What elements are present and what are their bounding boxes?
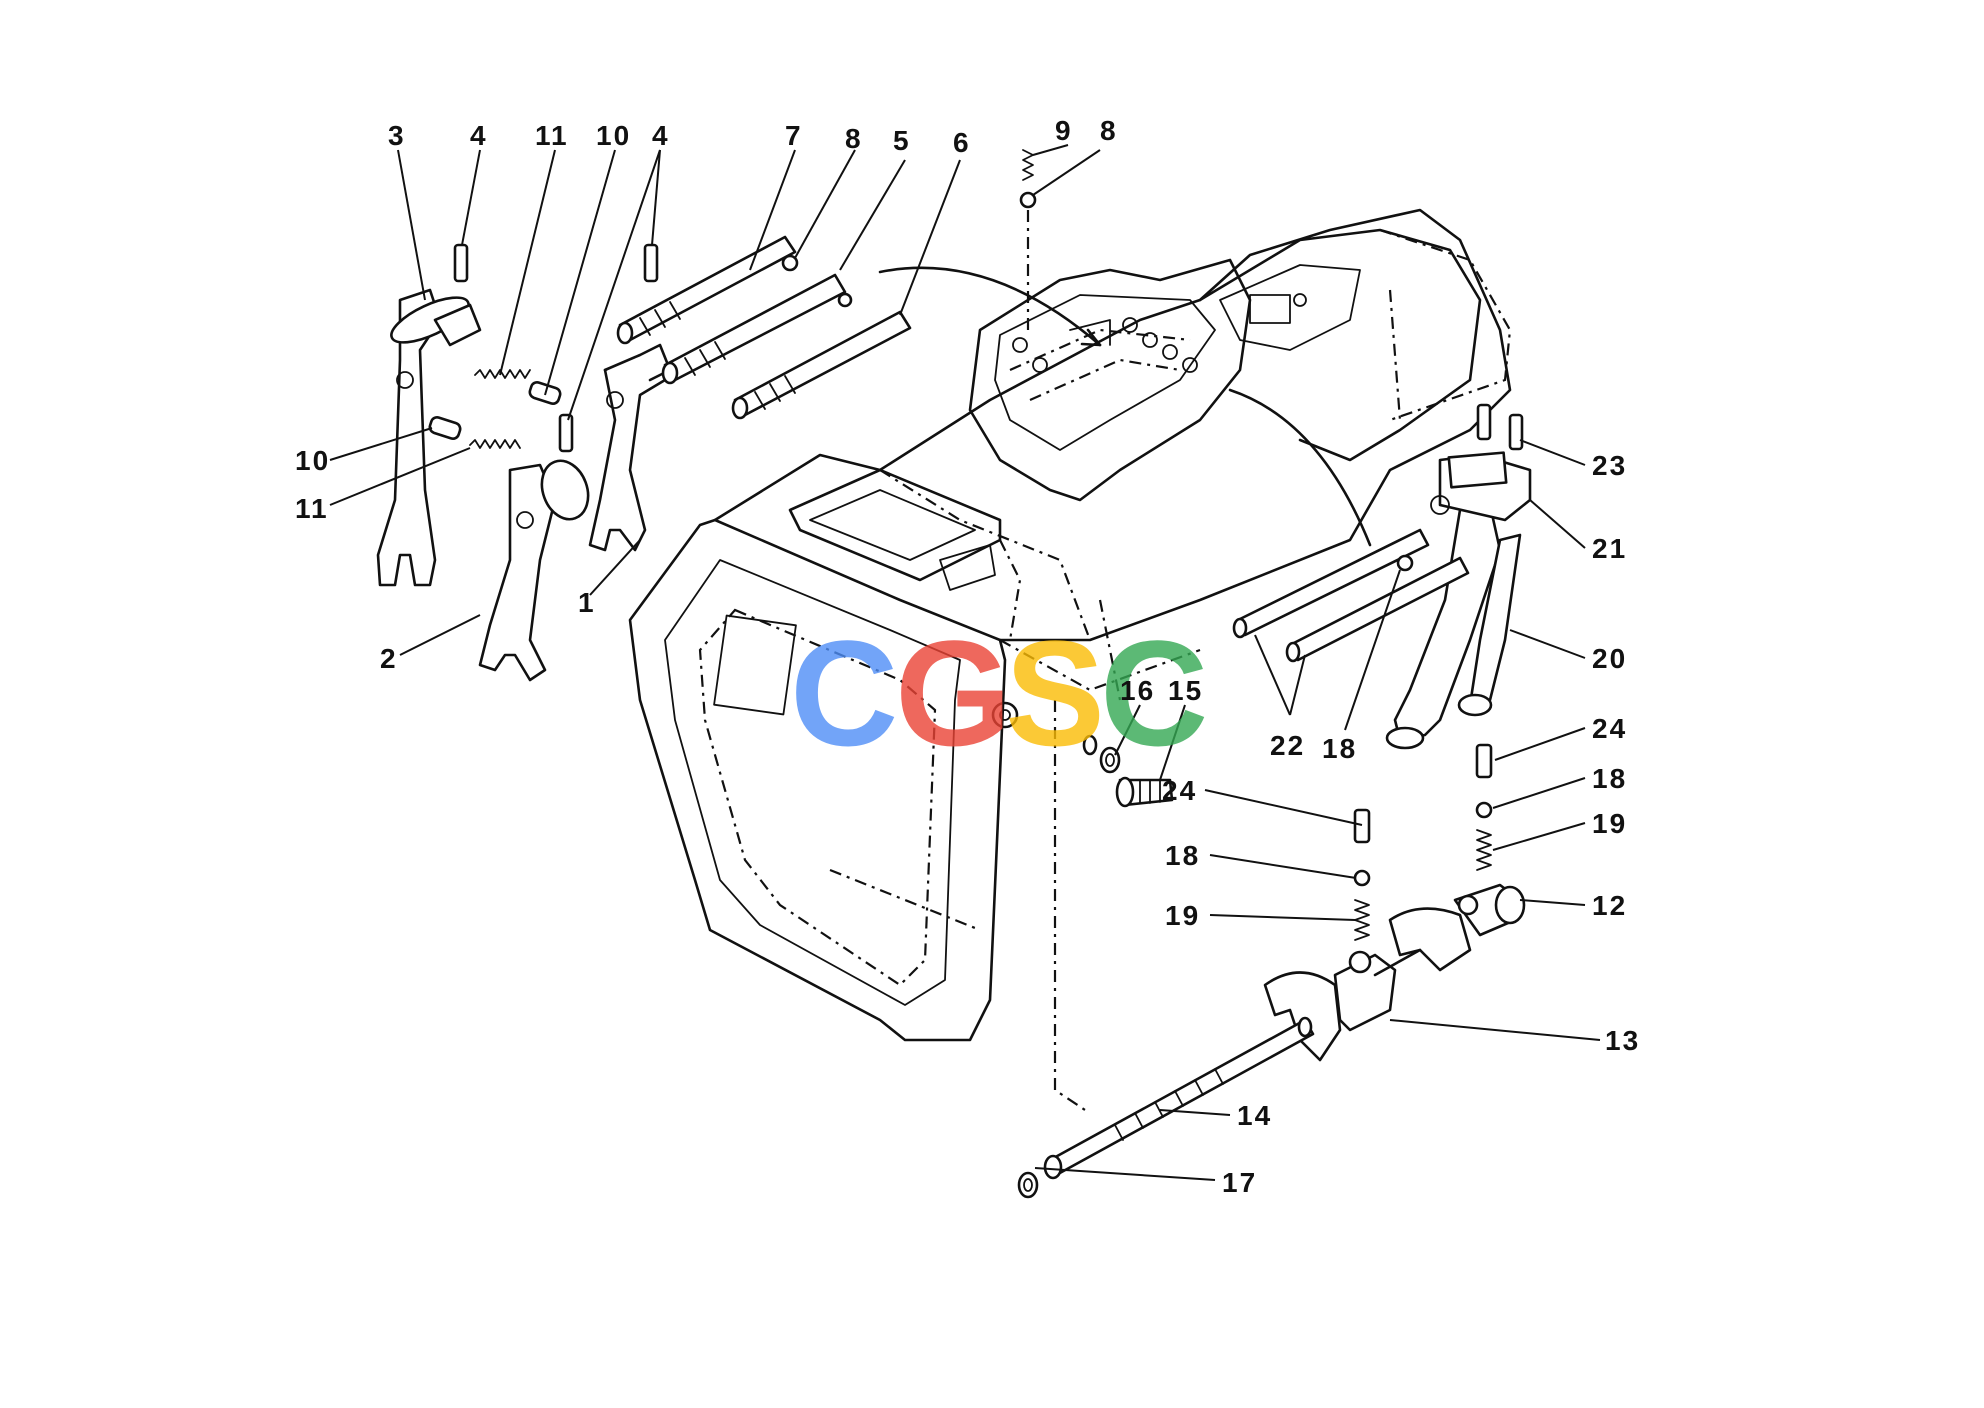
- callout-11: 11: [535, 120, 569, 151]
- watermark-letter-c1: C: [790, 609, 898, 777]
- callout-6: 6: [953, 127, 971, 158]
- pin-23-left: [1476, 403, 1492, 441]
- callout-8: 8: [1100, 115, 1118, 146]
- fork-1: [588, 343, 672, 552]
- pin-24-left: [1353, 808, 1371, 844]
- callout-18: 18: [1592, 763, 1627, 794]
- callout-15: 15: [1168, 675, 1203, 706]
- spring-19-left: [1354, 899, 1370, 941]
- shifter-13: [1263, 948, 1422, 1062]
- pin-4-left: [453, 243, 469, 283]
- callout-1: 1: [578, 587, 596, 618]
- callout-17: 17: [1222, 1167, 1257, 1198]
- callout-10: 10: [295, 445, 330, 476]
- callout-4: 4: [652, 120, 670, 151]
- fork-3: [376, 288, 482, 587]
- transmission-housing: [628, 208, 1512, 1042]
- callout-9: 9: [1055, 115, 1073, 146]
- shift-rod-6: [731, 310, 912, 420]
- spring-9: [1022, 149, 1034, 181]
- callout-23: 23: [1592, 450, 1627, 481]
- shaft-22-upper: [1232, 528, 1430, 639]
- pin-24-right: [1475, 743, 1493, 779]
- washer-16b: [1082, 734, 1098, 756]
- callout-21: 21: [1592, 533, 1627, 564]
- shifter-12: [1388, 883, 1526, 972]
- callout-8: 8: [845, 123, 863, 154]
- ball-8-top: [1019, 191, 1037, 209]
- leader-lines: [329, 144, 1601, 1181]
- pin-23-right: [1508, 413, 1524, 451]
- ball-8-mid: [837, 292, 853, 308]
- fork-2: [478, 459, 590, 682]
- ball-8-left: [781, 254, 799, 272]
- bolt-15: [1115, 776, 1174, 808]
- callout-19: 19: [1592, 808, 1627, 839]
- ball-18-upper: [1396, 554, 1414, 572]
- callout-16: 16: [1120, 675, 1155, 706]
- watermark-letter-s: S: [1005, 609, 1105, 777]
- cgsc-watermark: C G S C: [790, 609, 1208, 777]
- callout-labels: 3 4 11 10 4 7 8 5 6 9 8 10 11 1 2 23 21 …: [295, 115, 1640, 1198]
- callout-14: 14: [1237, 1100, 1272, 1131]
- shift-rod-7: [616, 235, 797, 345]
- callout-7: 7: [785, 120, 803, 151]
- detent-spring-lower: [428, 416, 521, 449]
- callout-24: 24: [1162, 775, 1197, 806]
- detent-spring-upper: [474, 369, 562, 405]
- callout-22: 22: [1270, 730, 1305, 761]
- pin-4-lower: [558, 413, 574, 453]
- spring-19-right: [1476, 829, 1492, 871]
- callout-24: 24: [1592, 713, 1627, 744]
- ball-18-left: [1353, 869, 1371, 887]
- callout-12: 12: [1592, 890, 1627, 921]
- callout-11: 11: [295, 493, 329, 524]
- watermark-letter-g: G: [895, 609, 1012, 777]
- callout-18: 18: [1165, 840, 1200, 871]
- watermark-letter-c2: C: [1100, 609, 1208, 777]
- callout-4: 4: [470, 120, 488, 151]
- shaft-22-lower: [1285, 556, 1470, 663]
- callout-19: 19: [1165, 900, 1200, 931]
- callout-18: 18: [1322, 733, 1357, 764]
- ball-18-right: [1475, 801, 1493, 819]
- callout-10: 10: [596, 120, 631, 151]
- shaft-14: [1043, 1016, 1315, 1180]
- pin-4-right: [643, 243, 659, 283]
- callout-13: 13: [1605, 1025, 1640, 1056]
- fork-21: [1430, 451, 1532, 522]
- fork-20: [1385, 503, 1522, 750]
- callout-2: 2: [380, 643, 398, 674]
- washer-17: [1017, 1171, 1039, 1199]
- callout-20: 20: [1592, 643, 1627, 674]
- callout-3: 3: [388, 120, 406, 151]
- shift-rod-5: [661, 273, 847, 385]
- callout-5: 5: [893, 125, 911, 156]
